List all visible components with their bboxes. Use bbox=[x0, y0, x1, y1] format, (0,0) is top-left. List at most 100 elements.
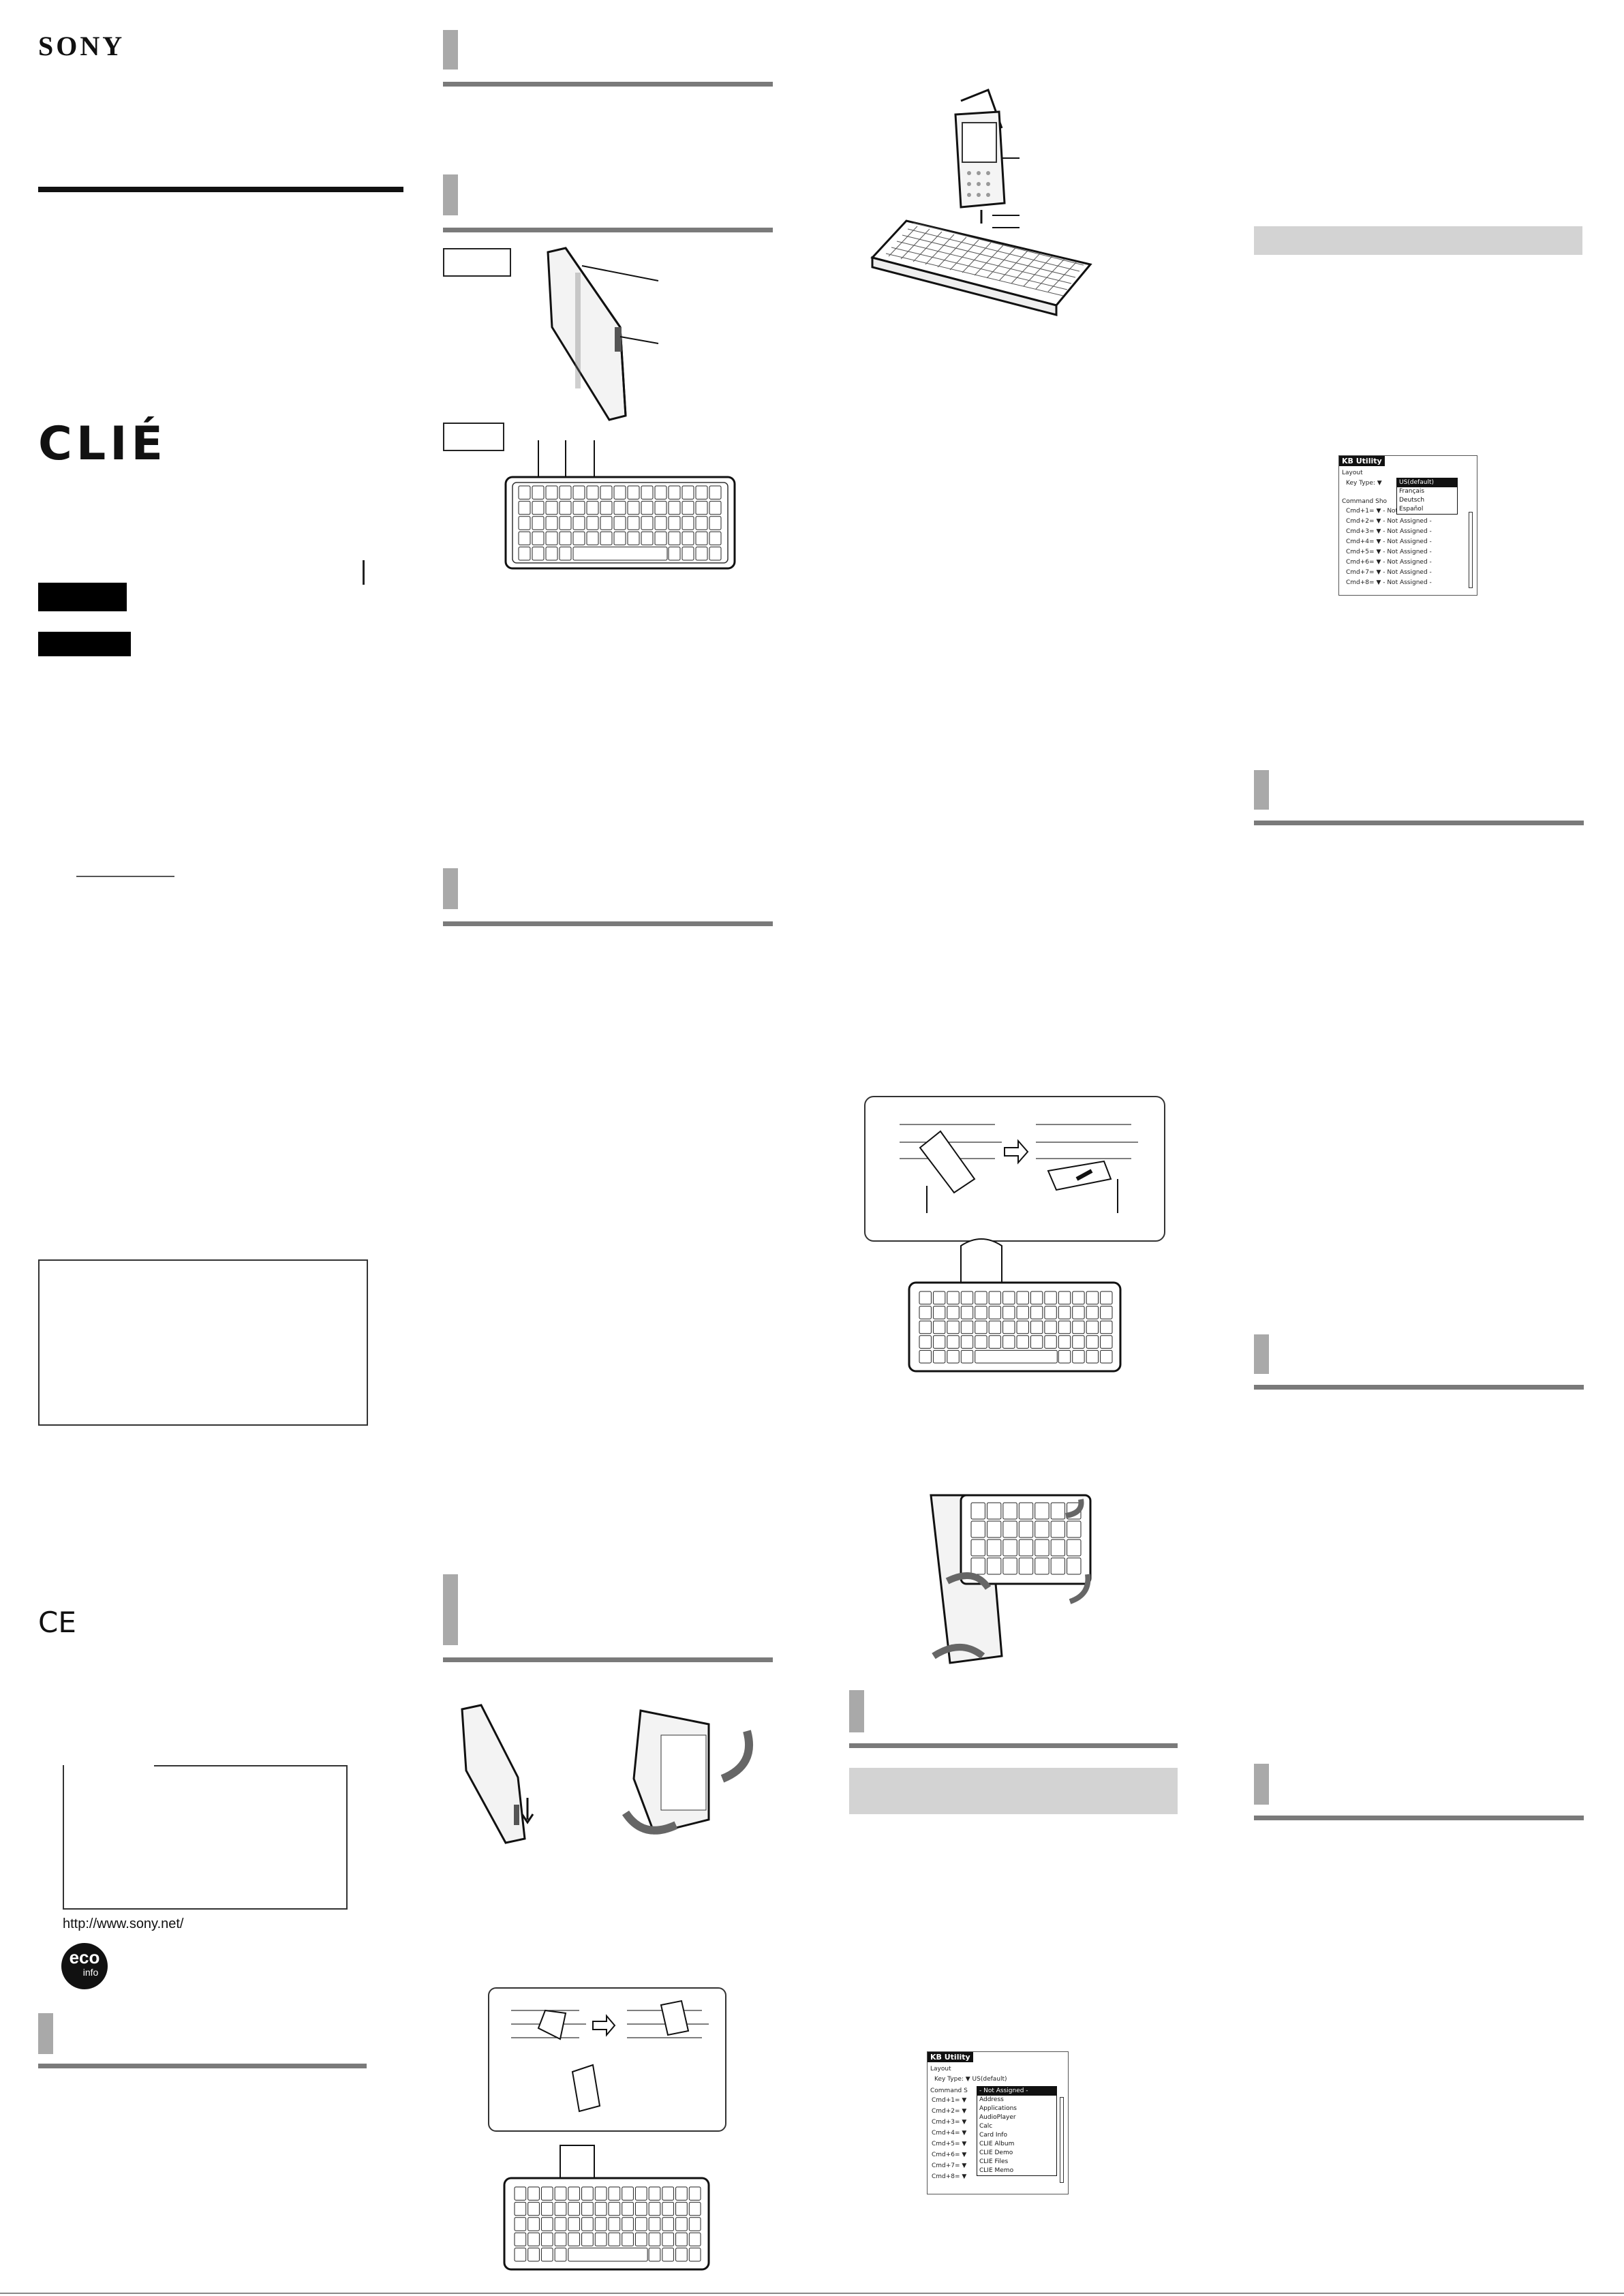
keyboard-key bbox=[654, 531, 667, 546]
app-option[interactable]: AudioPlayer bbox=[979, 2114, 1016, 2121]
keyboard-key bbox=[681, 531, 694, 546]
info-box bbox=[63, 1765, 348, 1910]
command-key[interactable]: Cmd+3= ▼ bbox=[932, 2119, 967, 2126]
command-value[interactable]: ▼ - Not Assigned - bbox=[1374, 538, 1432, 545]
command-row[interactable]: Cmd+8= ▼ - Not Assigned - bbox=[1346, 579, 1432, 586]
website-link[interactable]: http://www.sony.net/ bbox=[63, 1916, 184, 1931]
app-option[interactable]: Calc bbox=[979, 2123, 993, 2130]
command-row[interactable]: Cmd+3= ▼ - Not Assigned - bbox=[1346, 528, 1432, 535]
closed-keyboard-illustration bbox=[547, 247, 659, 421]
keyboard-key bbox=[594, 2186, 607, 2201]
command-value[interactable]: ▼ - Not Assigned - bbox=[1374, 569, 1432, 576]
command-value[interactable]: ▼ - Not Assigned - bbox=[1374, 518, 1432, 525]
keyboard-key bbox=[668, 485, 681, 500]
command-value[interactable]: ▼ - Not Assigned - bbox=[1374, 528, 1432, 535]
keyboard-key bbox=[514, 2248, 527, 2262]
command-row[interactable]: Cmd+5= ▼ - Not Assigned - bbox=[1346, 549, 1432, 555]
keyboard-key bbox=[568, 2232, 581, 2247]
app-option[interactable]: CLIE Demo bbox=[979, 2149, 1013, 2156]
keyboard-key bbox=[986, 1539, 1002, 1557]
app-option[interactable]: - Not Assigned - bbox=[977, 2087, 1056, 2096]
section-heading-col4-2 bbox=[1254, 1334, 1584, 1392]
keyboard-key bbox=[627, 485, 640, 500]
app-option[interactable]: Address bbox=[979, 2096, 1004, 2103]
keyboard-key bbox=[1044, 1306, 1057, 1319]
keyboard-key bbox=[681, 500, 694, 515]
language-option[interactable]: Français bbox=[1399, 488, 1425, 495]
command-row[interactable]: Cmd+6= ▼ - Not Assigned - bbox=[1346, 559, 1432, 566]
command-row[interactable]: Cmd+4= ▼ - Not Assigned - bbox=[1346, 538, 1432, 545]
stand-setup-illustration bbox=[511, 2000, 709, 2113]
command-key[interactable]: Cmd+7= ▼ bbox=[932, 2162, 967, 2169]
command-key[interactable]: Cmd+2= ▼ bbox=[932, 2108, 967, 2115]
keyboard-key bbox=[514, 2232, 527, 2247]
keyboard-key bbox=[600, 500, 613, 515]
keyboard-key bbox=[586, 531, 599, 546]
keyboard-key bbox=[532, 485, 545, 500]
keyboard-key bbox=[568, 2186, 581, 2201]
keyboard-key bbox=[627, 500, 640, 515]
key-type-value[interactable]: US(default) bbox=[972, 2076, 1007, 2083]
keyboard-key bbox=[919, 1291, 932, 1305]
keyboard-key bbox=[960, 1306, 974, 1319]
info-box-tab-gap bbox=[64, 1760, 154, 1769]
keyboard-key-column bbox=[913, 231, 943, 262]
app-option[interactable]: CLIE Files bbox=[979, 2158, 1009, 2165]
app-option[interactable]: CLIE Memo bbox=[979, 2167, 1014, 2174]
gray-band-col4 bbox=[1254, 226, 1582, 255]
command-key[interactable]: Cmd+6= ▼ bbox=[932, 2152, 967, 2158]
section-heading-col4-1 bbox=[1254, 770, 1584, 827]
keyboard-key bbox=[648, 2217, 661, 2231]
scrollbar[interactable] bbox=[1469, 512, 1473, 588]
keyboard-key bbox=[1086, 1349, 1099, 1364]
command-row[interactable]: Cmd+2= ▼ - Not Assigned - bbox=[1346, 518, 1432, 525]
scrollbar[interactable] bbox=[1060, 2097, 1064, 2183]
screen-title: KB Utility bbox=[1339, 456, 1385, 466]
app-option[interactable]: Applications bbox=[979, 2105, 1017, 2112]
keyboard-release-illustration bbox=[461, 1704, 534, 1844]
app-option[interactable]: Card Info bbox=[979, 2132, 1007, 2139]
keyboard-key bbox=[1067, 1557, 1082, 1575]
keyboard-key bbox=[540, 2232, 553, 2247]
keyboard-key bbox=[1016, 1320, 1029, 1334]
keyboard-key bbox=[988, 1320, 1002, 1334]
gray-band-col3 bbox=[849, 1768, 1178, 1814]
command-value[interactable]: ▼ - Not Assigned - bbox=[1374, 549, 1432, 555]
keyboard-key bbox=[668, 500, 681, 515]
keyboard-key bbox=[1100, 1335, 1113, 1349]
keyboard-key bbox=[1035, 1539, 1050, 1557]
keyboard-key bbox=[675, 2248, 688, 2262]
app-option[interactable]: CLIE Album bbox=[979, 2141, 1015, 2147]
keyboard-key bbox=[919, 1320, 932, 1334]
language-option[interactable]: Español bbox=[1399, 506, 1424, 512]
command-row[interactable]: Cmd+7= ▼ - Not Assigned - bbox=[1346, 569, 1432, 576]
command-key[interactable]: Cmd+8= ▼ bbox=[932, 2173, 967, 2180]
keyboard-key bbox=[695, 547, 708, 561]
command-key[interactable]: Cmd+1= ▼ bbox=[932, 2097, 967, 2104]
command-key[interactable]: Cmd+4= ▼ bbox=[932, 2130, 967, 2137]
language-tab-2 bbox=[38, 632, 131, 656]
keyboard-key bbox=[1100, 1306, 1113, 1319]
keyboard-key bbox=[960, 1320, 974, 1334]
keyboard-key bbox=[654, 500, 667, 515]
kb-utility-screen-language-menu: KB Utility Layout Key Type: ▼ Command Sh… bbox=[1338, 455, 1477, 596]
command-value[interactable]: ▼ - Not Assigned - bbox=[1374, 559, 1432, 566]
keyboard-key bbox=[613, 531, 626, 546]
keyboard-key bbox=[559, 547, 572, 561]
keyboard-key bbox=[1035, 1502, 1050, 1520]
command-value[interactable]: ▼ - Not Assigned - bbox=[1374, 579, 1432, 586]
keyboard-key bbox=[695, 485, 708, 500]
keyboard-key bbox=[1058, 1320, 1071, 1334]
language-option[interactable]: Deutsch bbox=[1399, 497, 1425, 504]
keyboard-key bbox=[608, 2217, 621, 2231]
keyboard-key bbox=[608, 2201, 621, 2216]
command-key[interactable]: Cmd+5= ▼ bbox=[932, 2141, 967, 2147]
keyboard-key bbox=[545, 547, 558, 561]
keyboard-key bbox=[527, 2232, 540, 2247]
keyboard-key bbox=[1100, 1291, 1113, 1305]
keyboard-key bbox=[1050, 1502, 1066, 1520]
language-option[interactable]: US(default) bbox=[1397, 478, 1457, 487]
keyboard-key bbox=[675, 2217, 688, 2231]
